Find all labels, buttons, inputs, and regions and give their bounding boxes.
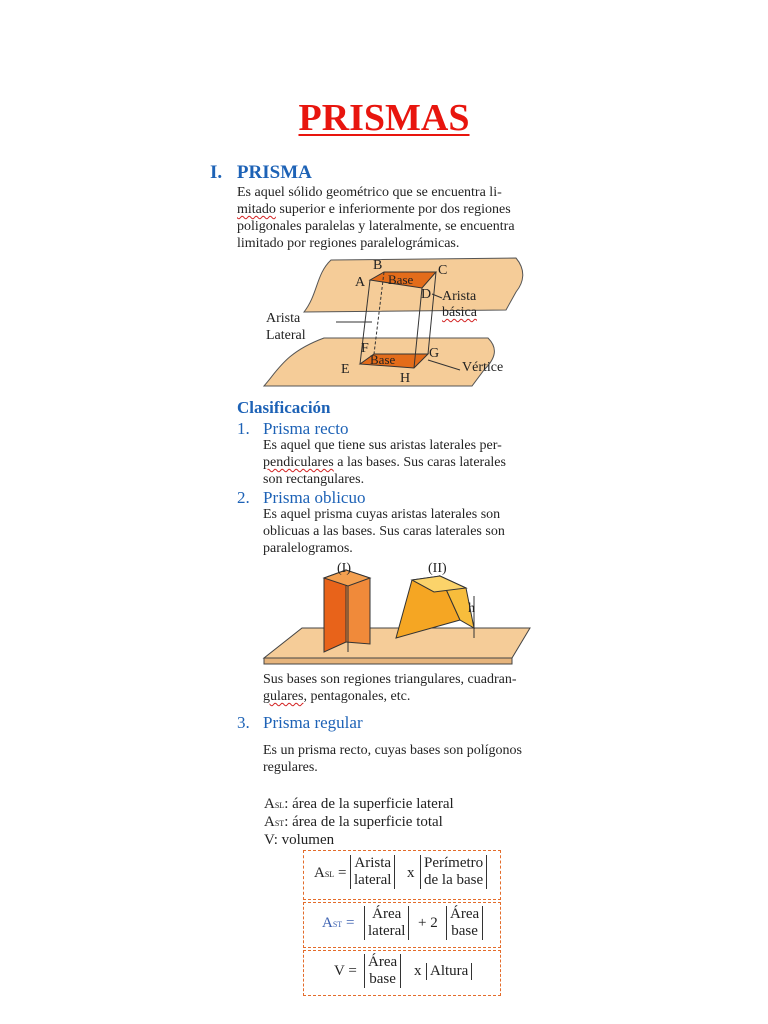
label-g: G [429,346,440,361]
section-number: I. [210,162,223,183]
formula-v-op: x [414,963,422,979]
item3-text: Es un prisma recto, cuyas bases son polí… [263,743,522,775]
definitions: ASL: área de la superficie lateral AST: … [264,796,454,849]
formula-asl-box: ASL = Arista lateral x Perímetro de la b… [303,850,501,900]
def-asl: ASL: área de la superficie lateral [264,796,454,812]
formula-v-lhs: V = [334,963,357,979]
def-ast: AST: área de la superficie total [264,814,443,830]
label-arista-basica: Arista básica [442,289,477,320]
formula-v-box: V = Área base x Altura [303,950,501,996]
label-vertice: Vértice [462,360,504,375]
formula-v-bracket-b: Altura [426,963,473,980]
formula-asl-bracket-a: Arista lateral [350,855,396,889]
label-h: H [400,371,411,386]
bases-note: Sus bases son regiones triangulares, cua… [263,672,517,704]
label-a: A [355,275,366,290]
section-heading: I. PRISMA [210,162,312,184]
formula-ast-box: AST = Área lateral + 2 Área base [303,902,501,948]
item2-heading: 2.Prisma oblicuo [237,488,366,507]
label-base-bottom: Base [370,352,396,367]
formula-asl-lhs: ASL = [314,865,347,881]
intro-line-2: mitado superior e inferiormente por dos … [237,202,511,217]
def-v: V: volumen [264,832,335,848]
label-prism-i: (I) [337,561,351,576]
intro-line-4: limitado por regiones paralelográmicas. [237,236,460,251]
label-height: h [468,601,475,616]
formula-ast-bracket-a: Área lateral [364,906,410,940]
intro-line-3: poligonales paralelas y lateralmente, se… [237,219,515,234]
label-c: C [438,263,448,278]
section-title: PRISMA [236,162,312,183]
label-arista-lateral: Arista Lateral [266,311,306,343]
label-b: B [373,258,383,273]
formula-asl-bracket-b: Perímetro de la base [420,855,488,889]
label-base-top: Base [388,272,414,287]
formula-ast-op: + 2 [418,915,438,931]
label-f: F [361,341,369,356]
formula-v-bracket-a: Área base [364,954,402,988]
intro-paragraph: Es aquel sólido geométrico que se encuen… [237,184,570,252]
item1-heading: 1.Prisma recto [237,419,349,438]
prism-diagram [262,257,524,387]
label-d: D [421,287,432,302]
item3-heading: 3.Prisma regular [237,713,363,732]
label-prism-ii: (II) [428,561,447,576]
intro-line-1: Es aquel sólido geométrico que se encuen… [237,185,502,200]
classification-heading: Clasificación [237,398,331,417]
page-title: PRISMAS [298,97,470,139]
label-e: E [341,362,350,377]
formula-ast-bracket-b: Área base [446,906,484,940]
formula-ast-lhs: AST = [322,915,355,931]
formula-asl-op: x [407,865,415,881]
item1-text: Es aquel que tiene sus aristas laterales… [263,438,506,487]
item2-text: Es aquel prisma cuyas aristas laterales … [263,507,505,556]
prisms-comparison-diagram [262,569,531,665]
